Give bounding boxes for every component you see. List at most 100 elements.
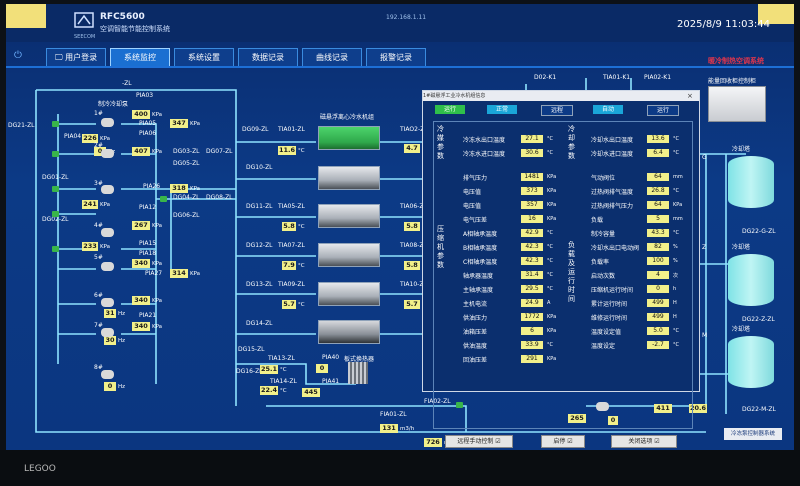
valve-icon[interactable]	[456, 402, 463, 408]
row-unit: KPa	[547, 216, 557, 222]
unit-t09: °C	[298, 302, 305, 308]
monitor-icon: 🖵	[54, 53, 66, 62]
scada-screen: RFC5600 空调智能节能控制系统 SEECOM 192.168.1.11 2…	[6, 4, 794, 450]
row-unit: °C	[547, 244, 553, 250]
row-unit: mm	[673, 174, 683, 180]
close-icon[interactable]: ×	[687, 92, 693, 100]
value-p10: 340	[132, 259, 150, 268]
pump-icon[interactable]	[101, 370, 114, 379]
start-stop-button[interactable]: 启停 ☑	[541, 435, 585, 448]
valve-icon[interactable]	[52, 121, 59, 127]
datetime: 2025/8/9 11:03:44	[677, 19, 771, 30]
value-t01: 11.6	[278, 146, 296, 155]
row-label: 回油压差	[463, 357, 488, 364]
row-label: 气动阀位	[591, 175, 616, 182]
unit-p5: KPa	[190, 121, 201, 127]
chiller-unit-5[interactable]	[318, 282, 380, 306]
row-unit: A	[547, 300, 551, 306]
label-pia12: PIA12	[139, 204, 157, 211]
pump-icon[interactable]	[101, 328, 114, 337]
label-g: G	[702, 154, 707, 161]
value-p4: 407	[132, 147, 150, 156]
label-dg16: DG16-ZL	[236, 368, 263, 375]
unit-t13: °C	[280, 367, 287, 373]
value-p2: 226	[82, 134, 98, 143]
cooling-tower-1[interactable]	[728, 156, 774, 208]
chiller-unit-3[interactable]	[318, 204, 380, 228]
cooling-tower-3[interactable]	[728, 336, 774, 388]
status-button[interactable]: 冷冻泵控制器系统	[724, 428, 782, 440]
label-tia08: TIA08-ZL	[400, 242, 427, 249]
label-dg13: DG13-ZL	[246, 281, 273, 288]
pump-icon[interactable]	[596, 402, 609, 411]
pump-icon[interactable]	[101, 185, 114, 194]
chiller-unit-1[interactable]	[318, 126, 380, 150]
pump-icon[interactable]	[101, 149, 114, 158]
value-bottom-t: 20.6	[689, 404, 707, 413]
dialog-title-text: 1#磁悬浮工业冷水机组信息	[423, 93, 486, 99]
cooling-tower-2[interactable]	[728, 254, 774, 306]
label-tia01k1: TIA01-K1	[603, 74, 631, 81]
label-tower-1: 冷却塔	[732, 146, 751, 153]
pump-icon[interactable]	[101, 298, 114, 307]
value-t09: 5.7	[282, 300, 296, 309]
chiller-unit-6[interactable]	[318, 320, 380, 344]
control-cabinet-icon[interactable]	[708, 86, 766, 122]
label-tia14: TIA14-ZL	[270, 378, 297, 385]
row-value: 42.3	[521, 257, 543, 265]
row-label: 温度设定值	[591, 329, 622, 336]
row-value: 6	[521, 327, 543, 335]
row-label: C相轴承温度	[463, 259, 498, 266]
chiller-unit-2[interactable]	[318, 166, 380, 190]
heat-exchanger-icon[interactable]	[348, 362, 368, 384]
remote-manual-button[interactable]: 远程手动控制 ☑	[445, 435, 513, 448]
row-label: 维修运行时间	[591, 315, 628, 322]
label-tia10: TIA10-ZL	[400, 281, 427, 288]
valve-icon[interactable]	[52, 246, 59, 252]
row-label: 冷却水进口温度	[591, 151, 634, 158]
label-d02k1: D02-K1	[534, 74, 557, 81]
label-pump-panel: 制冷冷却泵	[98, 101, 129, 108]
main-pipe	[35, 90, 706, 433]
value-p16: 0	[104, 382, 116, 391]
valve-icon[interactable]	[52, 211, 59, 217]
pump-icon[interactable]	[101, 118, 114, 127]
row-label: 累计运行时间	[591, 301, 628, 308]
row-value: 13.6	[647, 135, 669, 143]
chiller-unit-4[interactable]	[318, 243, 380, 267]
row-unit: 次	[673, 273, 679, 279]
label-dg14: DG14-ZL	[246, 320, 273, 327]
valve-icon[interactable]	[160, 196, 167, 202]
label-dg09: DG09-ZL	[242, 126, 269, 133]
valve-icon[interactable]	[52, 186, 59, 192]
row-unit: °C	[547, 286, 553, 292]
row-label: 冷却水出口电动阀	[591, 245, 640, 252]
value-p11: 314	[170, 269, 188, 278]
row-unit: H	[673, 300, 677, 306]
power-icon[interactable]: ⏻	[14, 50, 22, 61]
company-logo-icon	[74, 12, 94, 28]
row-unit: KPa	[673, 202, 683, 208]
row-label: 负载	[591, 217, 604, 224]
value-p41: 445	[302, 388, 320, 397]
row-value: 30.6	[521, 149, 543, 157]
checkbox-icon: ☑	[654, 438, 660, 445]
unit-p13: Hz	[118, 311, 126, 317]
pump-icon[interactable]	[101, 262, 114, 271]
pump-label-3: 3#	[94, 180, 103, 187]
value-t13: 25.1	[260, 365, 278, 374]
pump-label-2: 2#	[94, 142, 103, 149]
valve-icon[interactable]	[52, 151, 59, 157]
unit-p11: KPa	[190, 271, 201, 277]
row-value: 100	[647, 257, 669, 265]
monitor-bezel	[0, 450, 800, 486]
close-option-button[interactable]: 关闭选项 ☑	[611, 435, 677, 448]
label-heat-exchanger: 板式换热器	[344, 356, 375, 363]
row-unit: H	[673, 314, 677, 320]
pump-icon[interactable]	[101, 228, 114, 237]
unit-p6: KPa	[190, 186, 201, 192]
value-f01: 131	[380, 424, 398, 433]
value-t10: 5.7	[404, 300, 420, 309]
yellow-sticker	[758, 4, 794, 24]
label-fia02: FIA02-ZL	[424, 398, 451, 405]
